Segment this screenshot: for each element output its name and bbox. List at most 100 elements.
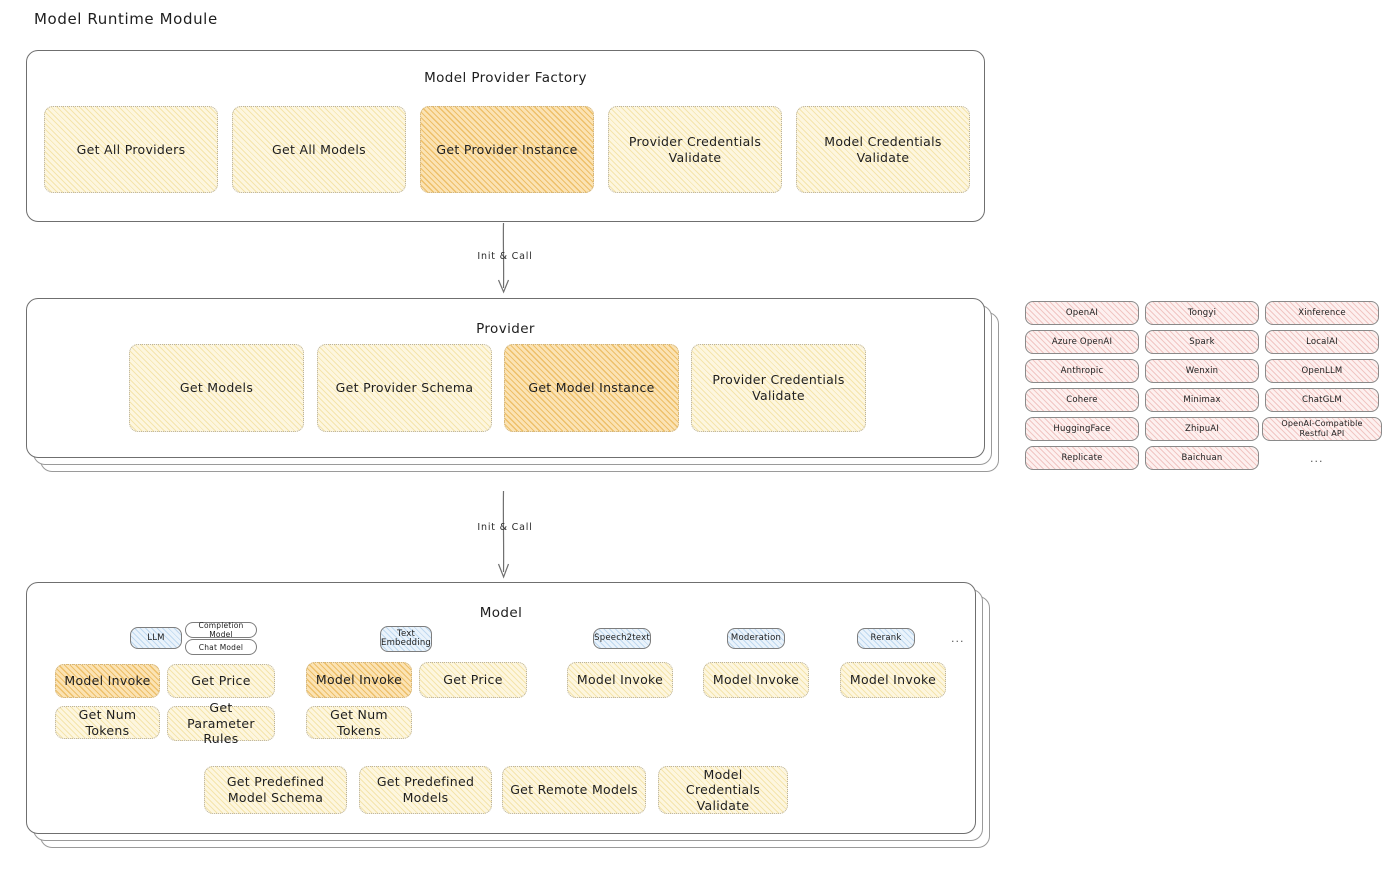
chip-label: ChatGLM — [1302, 394, 1342, 405]
provider-chip-spark[interactable]: Spark — [1145, 330, 1259, 354]
node-label: Get Model Instance — [528, 380, 655, 396]
model-subtype-chip-chat-model[interactable]: Chat Model — [185, 639, 257, 655]
chip-label: Text Embedding — [381, 629, 432, 648]
arrow-factory-to-provider: Init & Call — [470, 222, 540, 298]
arrow-label: Init & Call — [477, 522, 533, 533]
provider-chip-openai[interactable]: OpenAI — [1025, 301, 1139, 325]
factory-node-model-credentials-validate[interactable]: Model Credentials Validate — [796, 106, 970, 193]
common-op-get-predefined-models[interactable]: Get Predefined Models — [359, 766, 492, 814]
node-label: Get Provider Instance — [436, 141, 578, 157]
chip-label: Spark — [1189, 336, 1215, 347]
provider-chip-minimax[interactable]: Minimax — [1145, 388, 1259, 412]
factory-node-get-all-providers[interactable]: Get All Providers — [44, 106, 218, 193]
node-label: Get Provider Schema — [335, 380, 474, 396]
common-op-model-credentials-validate[interactable]: Model Credentials Validate — [658, 766, 788, 814]
provider-chip-anthropic[interactable]: Anthropic — [1025, 359, 1139, 383]
node-label: Model Credentials Validate — [824, 133, 942, 165]
chip-label: Completion Model — [198, 621, 244, 639]
node-label: Get Models — [179, 380, 254, 396]
node-label: Get All Models — [272, 141, 366, 157]
node-label: Provider Credentials Validate — [712, 372, 845, 403]
chip-label: LLM — [147, 632, 165, 643]
provider-node-get-model-instance[interactable]: Get Model Instance — [504, 344, 679, 432]
embedding-op-model-invoke[interactable]: Model Invoke — [306, 662, 412, 698]
model-type-chip-speech2text[interactable]: Speech2text — [593, 628, 651, 649]
node-label: Provider Credentials Validate — [628, 133, 762, 165]
model-type-chip-rerank[interactable]: Rerank — [857, 628, 915, 649]
node-label: Get All Providers — [76, 141, 186, 157]
moderation-op-model-invoke[interactable]: Model Invoke — [703, 662, 809, 698]
provider-chip-openllm[interactable]: OpenLLM — [1265, 359, 1379, 383]
llm-op-get-num-tokens[interactable]: Get Num Tokens — [55, 706, 160, 739]
node-label: Model Invoke — [576, 672, 664, 688]
chip-label: HuggingFace — [1053, 423, 1111, 434]
arrow-label: Init & Call — [477, 251, 533, 262]
provider-chip-wenxin[interactable]: Wenxin — [1145, 359, 1259, 383]
embedding-op-get-num-tokens[interactable]: Get Num Tokens — [306, 706, 412, 739]
model-type-chip-text-embedding[interactable]: Text Embedding — [380, 626, 432, 652]
chip-label: Tongyi — [1187, 307, 1217, 318]
provider-chip-cohere[interactable]: Cohere — [1025, 388, 1139, 412]
rerank-op-model-invoke[interactable]: Model Invoke — [840, 662, 946, 698]
chip-label: ZhipuAI — [1184, 423, 1220, 434]
provider-node-get-models[interactable]: Get Models — [129, 344, 304, 432]
node-label: Get Predefined Models — [376, 774, 475, 805]
factory-node-provider-credentials-validate[interactable]: Provider Credentials Validate — [608, 106, 782, 193]
node-label: Get Remote Models — [510, 782, 638, 798]
provider-title: Provider — [476, 321, 535, 337]
provider-chip-localai[interactable]: LocalAI — [1265, 330, 1379, 354]
node-label: Model Invoke — [849, 672, 937, 688]
model-title: Model — [479, 605, 523, 621]
chip-label: OpenAI — [1065, 307, 1099, 318]
chip-label: OpenLLM — [1301, 365, 1343, 376]
provider-chip-chatglm[interactable]: ChatGLM — [1265, 388, 1379, 412]
provider-chip-tongyi[interactable]: Tongyi — [1145, 301, 1259, 325]
provider-list-more-ellipsis: ... — [1310, 452, 1324, 465]
node-label: Get Num Tokens — [330, 706, 388, 738]
node-label: Get Price — [443, 672, 503, 688]
factory-node-get-provider-instance[interactable]: Get Provider Instance — [420, 106, 594, 193]
chip-label: Cohere — [1066, 394, 1098, 405]
chip-label: Anthropic — [1060, 365, 1104, 376]
arrow-icon — [497, 222, 510, 294]
provider-chip-zhipuai[interactable]: ZhipuAI — [1145, 417, 1259, 441]
chip-label: Speech2text — [594, 633, 650, 644]
provider-chip-xinference[interactable]: Xinference — [1265, 301, 1379, 325]
provider-chip-azure-openai[interactable]: Azure OpenAI — [1025, 330, 1139, 354]
chip-label: Baichuan — [1181, 452, 1223, 463]
chip-label: Minimax — [1183, 394, 1221, 405]
factory-node-get-all-models[interactable]: Get All Models — [232, 106, 406, 193]
chip-label: Rerank — [870, 633, 902, 644]
model-type-chip-moderation[interactable]: Moderation — [727, 628, 785, 649]
node-label: Get Price — [191, 673, 251, 689]
node-label: Model Invoke — [315, 672, 403, 688]
provider-chip-baichuan[interactable]: Baichuan — [1145, 446, 1259, 470]
provider-chip-replicate[interactable]: Replicate — [1025, 446, 1139, 470]
llm-op-get-parameter-rules[interactable]: Get Parameter Rules — [167, 700, 275, 746]
provider-node-get-provider-schema[interactable]: Get Provider Schema — [317, 344, 492, 432]
arrow-icon — [497, 490, 510, 579]
node-label: Model Invoke — [64, 673, 151, 689]
node-label: Model Credentials Validate — [685, 766, 761, 813]
llm-op-get-price[interactable]: Get Price — [167, 664, 275, 698]
model-types-more-ellipsis: ... — [951, 632, 965, 645]
common-op-get-predefined-model-schema[interactable]: Get Predefined Model Schema — [204, 766, 347, 814]
llm-op-model-invoke[interactable]: Model Invoke — [55, 664, 160, 698]
embedding-op-get-price[interactable]: Get Price — [419, 662, 527, 698]
model-subtype-chip-completion-model[interactable]: Completion Model — [185, 621, 257, 639]
factory-title: Model Provider Factory — [424, 70, 587, 86]
arrow-provider-to-model: Init & Call — [470, 490, 540, 582]
chip-label: LocalAI — [1306, 336, 1338, 347]
provider-chip-huggingface[interactable]: HuggingFace — [1025, 417, 1139, 441]
chip-label: Replicate — [1061, 452, 1103, 463]
chip-label: Xinference — [1298, 307, 1346, 318]
common-op-get-remote-models[interactable]: Get Remote Models — [502, 766, 646, 814]
provider-node-provider-credentials-validate[interactable]: Provider Credentials Validate — [691, 344, 866, 432]
chip-label: Wenxin — [1185, 365, 1219, 376]
provider-chip-openai-compatible-restful-api[interactable]: OpenAI-Compatible Restful API — [1262, 417, 1382, 441]
node-label: Get Parameter Rules — [187, 700, 255, 747]
node-label: Model Invoke — [712, 672, 800, 688]
model-type-chip-llm[interactable]: LLM — [130, 627, 182, 649]
speech2text-op-model-invoke[interactable]: Model Invoke — [567, 662, 673, 698]
chip-label: Azure OpenAI — [1051, 336, 1113, 347]
